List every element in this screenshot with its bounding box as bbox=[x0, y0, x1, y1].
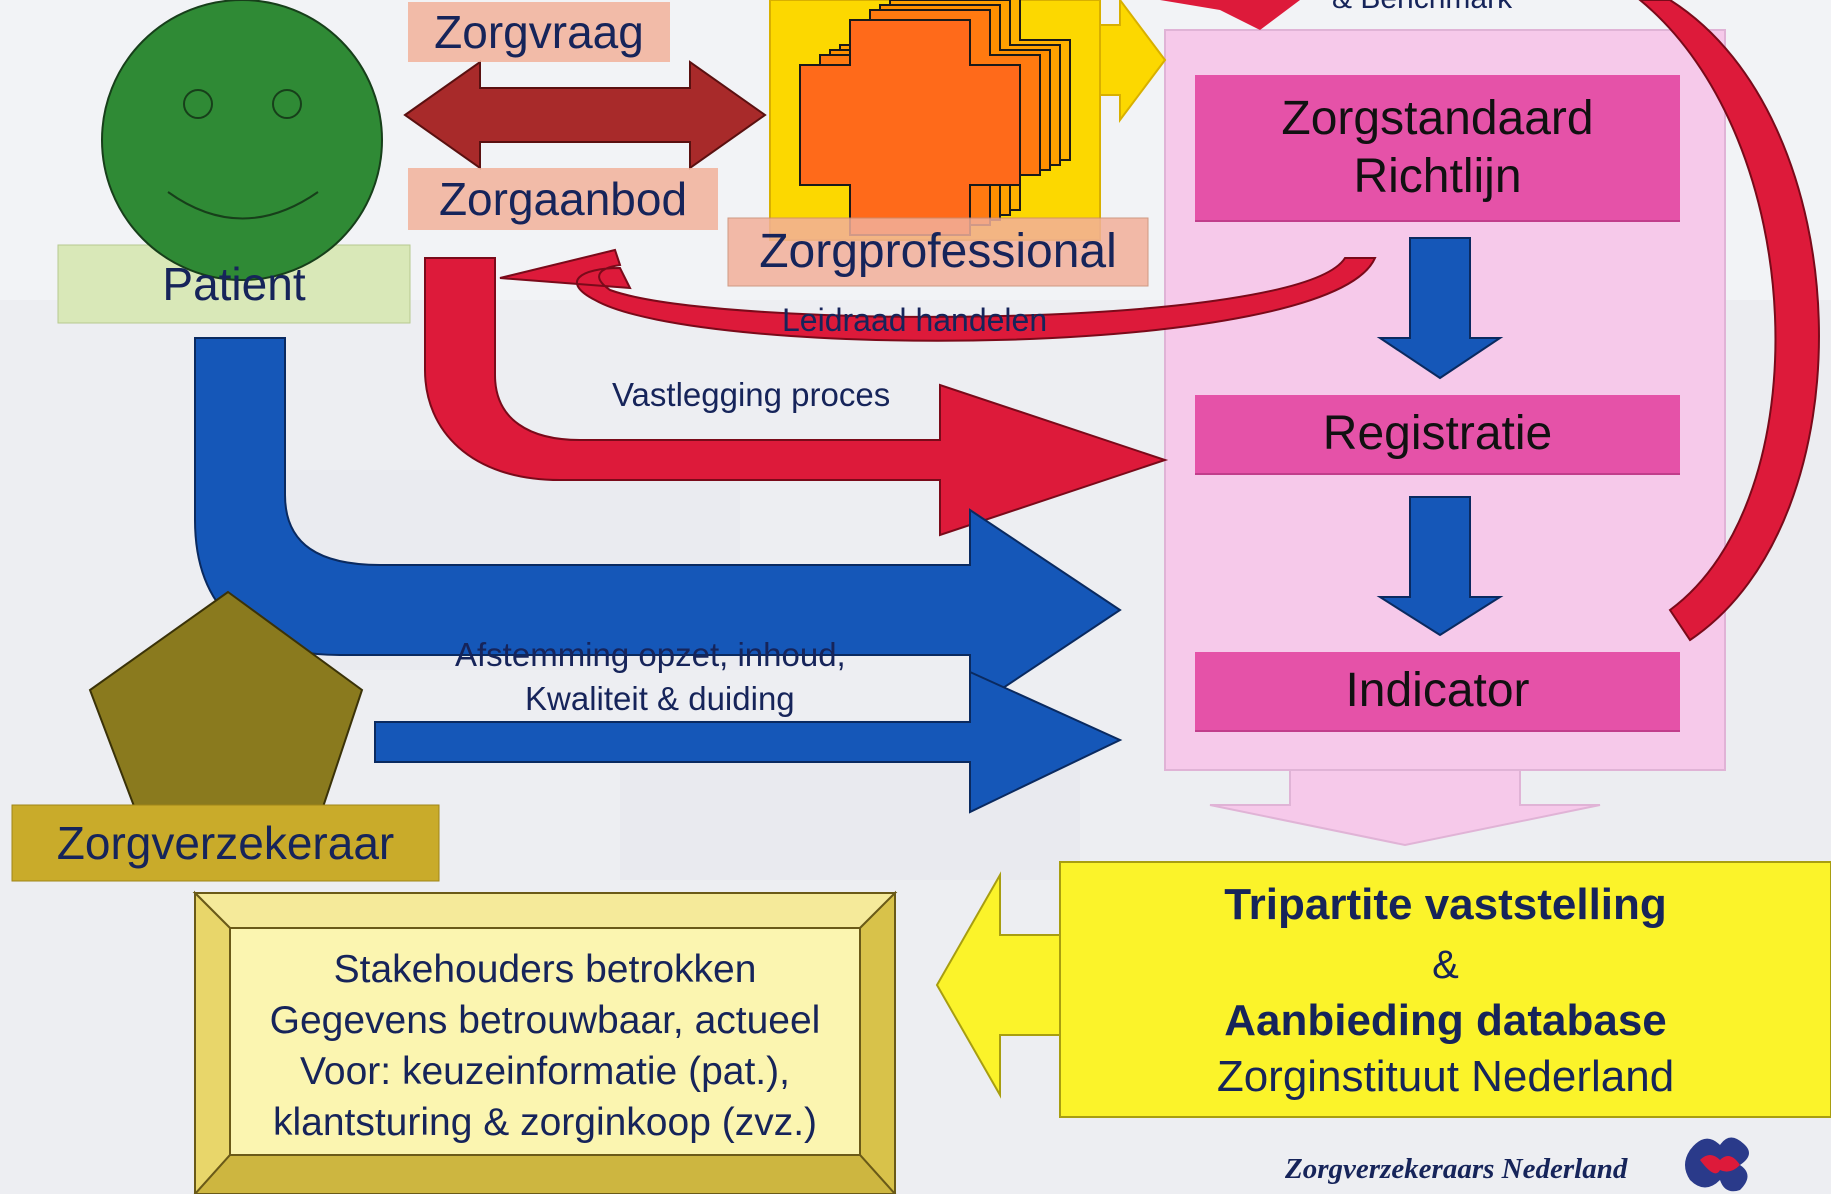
zorgaanbod-bg bbox=[408, 168, 718, 230]
tripartite-line4: Zorginstituut Nederland bbox=[1216, 1052, 1675, 1101]
zorgaanbod-label: Zorgaanbod bbox=[438, 173, 688, 225]
zn-logo-text: Zorgverzekeraars Nederland bbox=[1285, 1153, 1628, 1185]
vraag-aanbod-double-arrow bbox=[403, 60, 767, 170]
feedback-curve-arrow bbox=[1638, 0, 1820, 642]
zorgstandaard-step: Zorgstandaard Richtlijn bbox=[1195, 75, 1680, 222]
patient-smiley-icon bbox=[101, 0, 383, 281]
leidraad-arrow bbox=[499, 248, 1377, 342]
stakeholders-line2: Gegevens betrouwbaar, actueel bbox=[269, 999, 821, 1042]
registratie-label: Registratie bbox=[1322, 407, 1553, 461]
zorgstandaard-line2: Richtlijn bbox=[1353, 149, 1522, 203]
vastlegging-arrow bbox=[424, 257, 1169, 537]
professional-stack-icon bbox=[799, 0, 1071, 236]
registratie-step: Registratie bbox=[1195, 395, 1680, 475]
verzekeraar-afstemming-arrow bbox=[374, 670, 1123, 814]
stakeholders-frame bbox=[192, 890, 898, 1194]
zn-logo-emblem bbox=[1685, 1137, 1749, 1192]
tripartite-line2: & bbox=[1432, 943, 1459, 987]
indicator-label: Indicator bbox=[1345, 664, 1530, 718]
professional-to-panel-arrow bbox=[1099, 0, 1167, 123]
afstemming-label-line1: Afstemming opzet, inhoud, bbox=[455, 636, 846, 673]
indicator-step: Indicator bbox=[1195, 652, 1680, 732]
vastlegging-label: Vastlegging proces bbox=[612, 376, 891, 413]
tripartite-box bbox=[1059, 861, 1831, 1118]
patient-label: Patient bbox=[162, 258, 306, 310]
panel-down-arrow bbox=[1209, 769, 1601, 847]
zorgprofessional-bg bbox=[727, 217, 1149, 287]
down-arrow-1 bbox=[1376, 237, 1504, 380]
down-arrow-2 bbox=[1376, 496, 1504, 637]
stakeholders-line3: Voor: keuzeinformatie (pat.), bbox=[300, 1050, 790, 1093]
benchmark-arrow bbox=[1150, 0, 1300, 30]
tripartite-line3: Aanbieding database bbox=[1224, 996, 1667, 1045]
leidraad-label: Leidraad handelen bbox=[782, 302, 1048, 338]
afstemming-label-line2: Kwaliteit & duiding bbox=[525, 680, 795, 717]
stakeholders-line4: klantsturing & zorginkoop (zvz.) bbox=[272, 1101, 818, 1144]
zorgverzekeraar-bg bbox=[11, 804, 440, 882]
zorgstandaard-line1: Zorgstandaard bbox=[1281, 91, 1594, 145]
benchmark-label: & Benchmark bbox=[1332, 0, 1512, 14]
zorgverzekeraar-label: Zorgverzekeraar bbox=[56, 817, 395, 869]
zorgvraag-label: Zorgvraag bbox=[434, 6, 644, 58]
tripartite-to-stakeholders-arrow bbox=[935, 871, 1061, 1099]
zorgprofessional-label: Zorgprofessional bbox=[759, 225, 1117, 278]
zorgvraag-bg bbox=[408, 2, 670, 62]
tripartite-line1: Tripartite vaststelling bbox=[1224, 880, 1667, 929]
stakeholders-line1: Stakehouders betrokken bbox=[333, 948, 757, 991]
